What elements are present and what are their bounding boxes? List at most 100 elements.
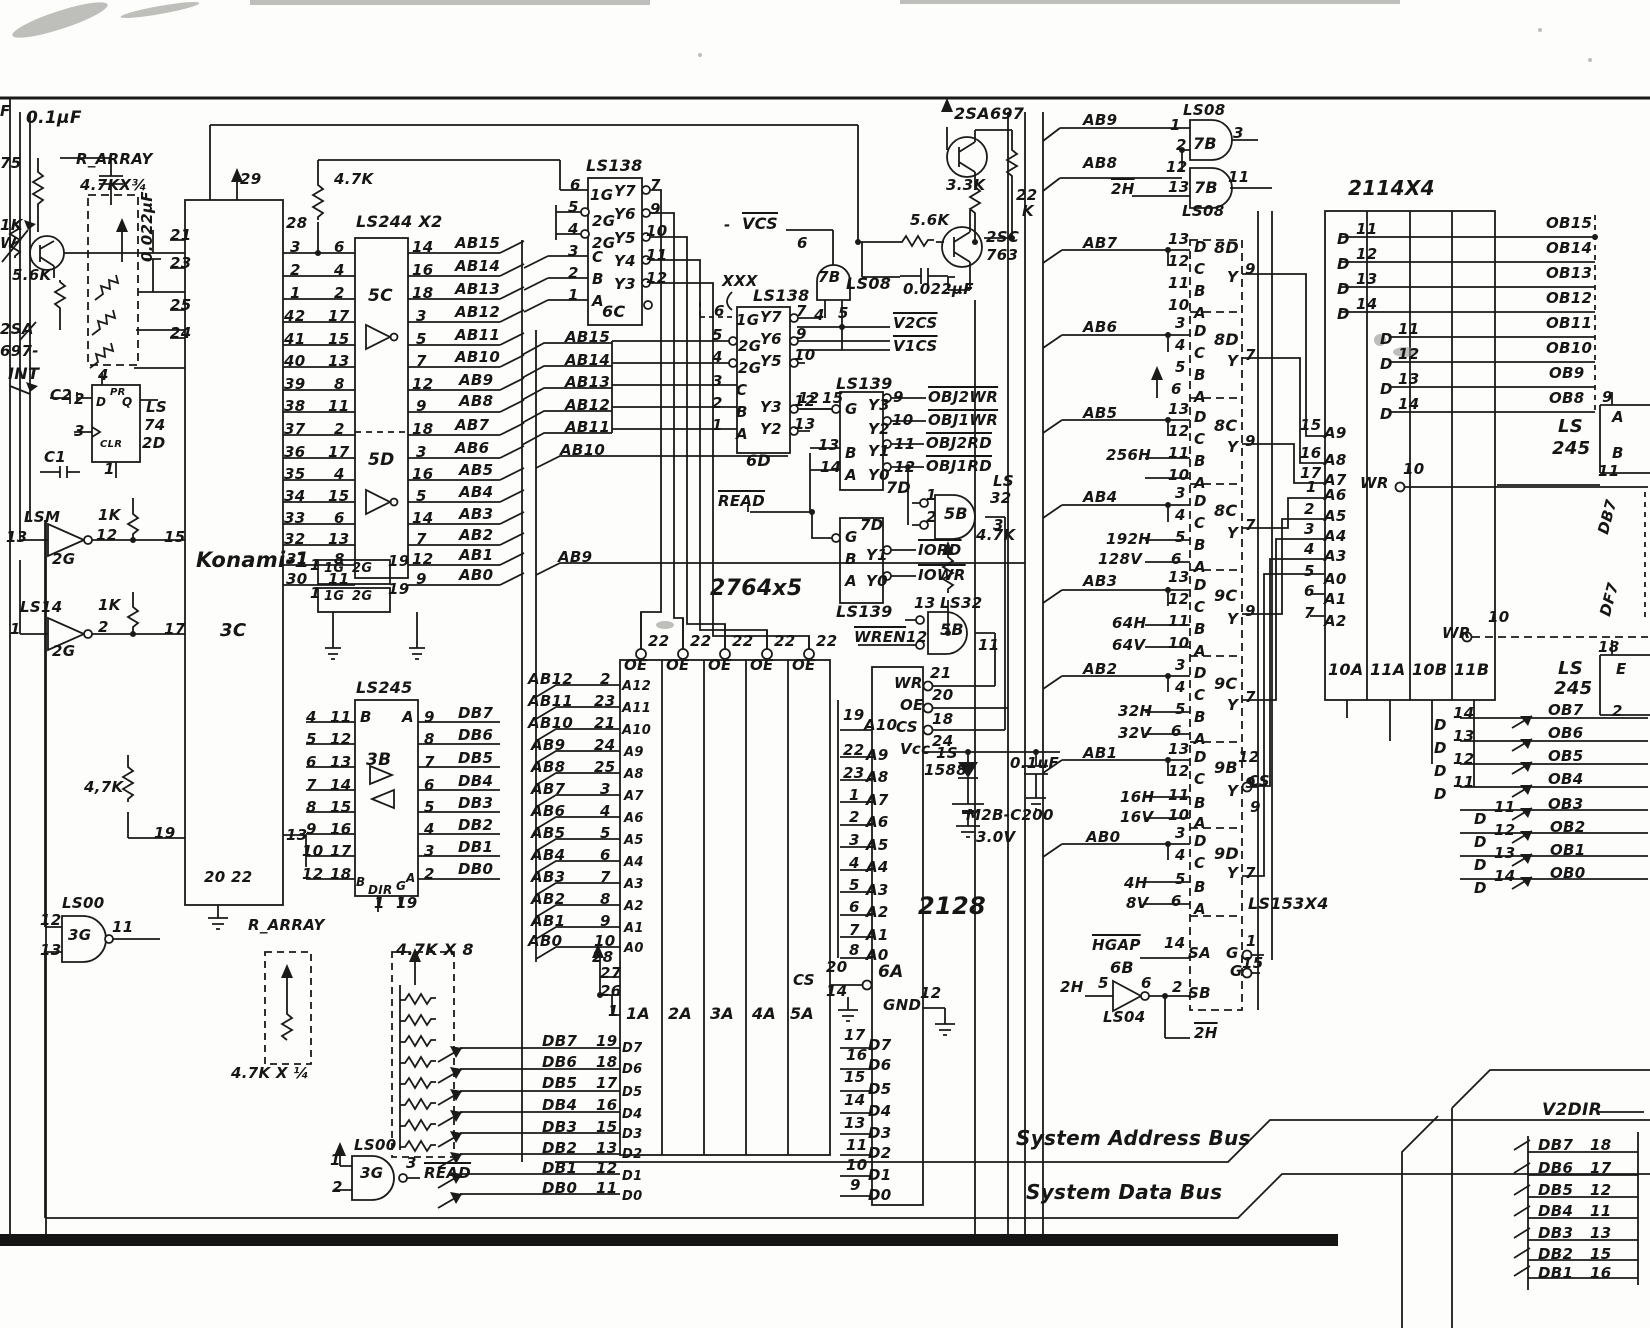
label-d-505: D: [1194, 576, 1207, 594]
label-d7-410: D7: [622, 1041, 643, 1056]
label-2-225: 2: [712, 394, 723, 412]
label-c-521: C: [1194, 686, 1206, 704]
label-4-76: 4: [334, 465, 345, 483]
scan-noise: [12, 0, 1592, 629]
label-d-653: D: [1434, 785, 1447, 803]
label-ls153x4-574: LS153X4: [1248, 894, 1329, 913]
label-d-579: D: [1337, 230, 1350, 248]
label-b-470: B: [1194, 366, 1206, 384]
label-5-495: 5: [1175, 528, 1186, 546]
label-7b-443: 7B: [1193, 134, 1217, 153]
label-d0-431: D0: [622, 1189, 643, 1204]
label-13-131: 13: [330, 753, 352, 771]
label-2d-29: 2D: [142, 434, 166, 452]
label-a7-312: A7: [866, 791, 889, 809]
label-8c-486: 8C: [1214, 416, 1238, 435]
label-9-544: 9: [1245, 774, 1256, 792]
label-ab8-372: AB8: [531, 758, 566, 776]
label-a10-368: A10: [622, 723, 652, 738]
label-1-609: 1: [1306, 478, 1317, 496]
label-1-227: 1: [712, 416, 723, 434]
label-8-391: 8: [600, 890, 611, 908]
label-d6-336: D6: [868, 1056, 892, 1074]
label-2-20: 2: [74, 390, 85, 408]
label-d-21: D: [96, 395, 107, 409]
label-14-85: 14: [412, 238, 434, 256]
label-3-195: 3: [568, 242, 579, 260]
label-7b-449: 7B: [1194, 178, 1218, 197]
label-ls04-568: LS04: [1103, 1008, 1146, 1026]
label-c-224: C: [736, 381, 748, 399]
label-9b-542: 9B: [1214, 758, 1238, 777]
label-a-143: A: [402, 708, 414, 726]
label-b-198: B: [592, 270, 604, 288]
label-wr-629: WR: [1442, 624, 1471, 642]
label-y0-274: Y0: [866, 572, 888, 590]
label-7-502: 7: [1245, 516, 1256, 534]
label-ob9-601: OB9: [1549, 364, 1585, 382]
label-1-121: 1: [310, 584, 321, 602]
label-db3-154: DB3: [458, 794, 494, 812]
label-obj1rd-264: OBJ1RD: [926, 457, 993, 475]
label-14-329: 14: [826, 982, 848, 1000]
label-y-501: Y: [1227, 524, 1239, 542]
label-11-290: 11: [978, 636, 1000, 654]
label-4-242: 4: [814, 306, 825, 324]
label-ab1-393: AB1: [531, 912, 566, 930]
label-17-607: 17: [1300, 464, 1322, 482]
label-ab5-111: AB5: [459, 461, 494, 479]
label-a3-320: A3: [866, 881, 889, 899]
label-5c-83: 5C: [368, 286, 393, 306]
label-22-350: 22: [648, 632, 670, 650]
label-vcc-297: Vcc: [900, 740, 931, 758]
label-db2-156: DB2: [458, 816, 494, 834]
label-ls00-169: LS00: [62, 894, 105, 912]
label-a-513: A: [1194, 642, 1206, 660]
label-g-572: G: [1230, 962, 1243, 980]
label-c-468: C: [1194, 344, 1206, 362]
label-74-28: 74: [144, 416, 166, 434]
label-a9-371: A9: [624, 745, 644, 760]
label-3-376: 3: [600, 780, 611, 798]
label-13-238: 13: [794, 415, 816, 433]
label-d-454: D: [1194, 238, 1207, 256]
label-b-524: B: [1194, 708, 1206, 726]
label-ab9-369: AB9: [531, 736, 566, 754]
label-13-279: 13: [914, 594, 936, 612]
label-sa-561: SA: [1188, 944, 1212, 962]
label-ls139-278: LS139: [836, 602, 893, 621]
label-f-0: F: [0, 102, 11, 120]
label-11-657: 11: [1494, 798, 1516, 816]
label-22-352: 22: [732, 632, 754, 650]
label-12-282: 12: [906, 628, 928, 646]
label-b-257: B: [845, 444, 857, 462]
label-37-58: 37: [284, 420, 306, 438]
label-13-265: 13: [818, 436, 840, 454]
label-ab8-108: AB8: [459, 392, 494, 410]
label-d-466: D: [1194, 322, 1207, 340]
label-1k-38: 1K: [98, 596, 121, 614]
label-konami-1-43: Konami-1: [196, 548, 310, 572]
label-11-259: 11: [894, 435, 916, 453]
label-10-540: 10: [1168, 806, 1190, 824]
label-6c-211: 6C: [602, 302, 626, 321]
label-3-157: 3: [424, 842, 435, 860]
label-1588-300: 1588: [924, 761, 967, 779]
label-1k-32: 1K: [98, 506, 121, 524]
label-1g-118: 1G: [324, 561, 345, 576]
label-obj1wr-256: OBJ1WR: [928, 411, 999, 429]
label-vcs-213: VCS: [742, 214, 778, 233]
label-11-343: 11: [846, 1136, 868, 1154]
label-d2-425: D2: [622, 1147, 643, 1162]
label-q-23: Q: [122, 395, 133, 409]
label-ab2-390: AB2: [531, 890, 566, 908]
label-17-69: 17: [328, 307, 350, 325]
label-10-459: 10: [1168, 296, 1190, 314]
label-y6-231: Y6: [760, 330, 782, 348]
label-d4-419: D4: [622, 1107, 643, 1122]
label-7-90: 7: [416, 352, 427, 370]
label-13-663: 13: [1494, 844, 1516, 862]
label-ab1-115: AB1: [459, 546, 494, 564]
label-d1-346: D1: [868, 1166, 892, 1184]
